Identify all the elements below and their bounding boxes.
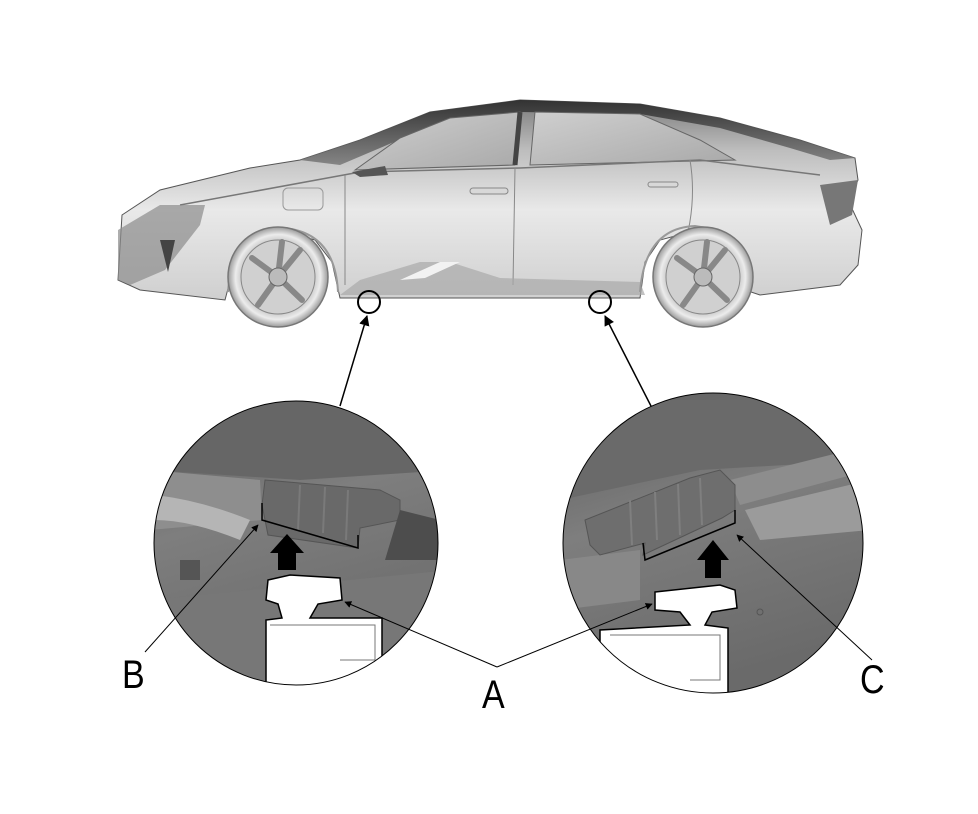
lift-direction-arrow — [270, 534, 304, 570]
front-lift-point-marker — [357, 290, 381, 314]
rear-detail-callout — [562, 392, 864, 694]
rear-leader-arrow — [604, 315, 653, 409]
label-c-leader — [736, 534, 873, 661]
label-a-leader-right — [496, 603, 653, 668]
front-leader-arrow — [339, 314, 370, 407]
rear-lift-point-marker — [588, 290, 612, 314]
front-wheel — [227, 226, 329, 328]
label-c: C — [860, 658, 885, 702]
label-b: B — [122, 653, 145, 697]
label-a: A — [482, 673, 505, 717]
rear-wheel — [652, 226, 754, 328]
jack-pad — [265, 574, 383, 685]
front-detail-callout — [153, 400, 439, 686]
label-a-leader-left — [344, 601, 498, 668]
vehicle-side-view — [117, 99, 863, 301]
label-b-leader — [144, 524, 259, 653]
lift-direction-arrow — [697, 540, 729, 578]
